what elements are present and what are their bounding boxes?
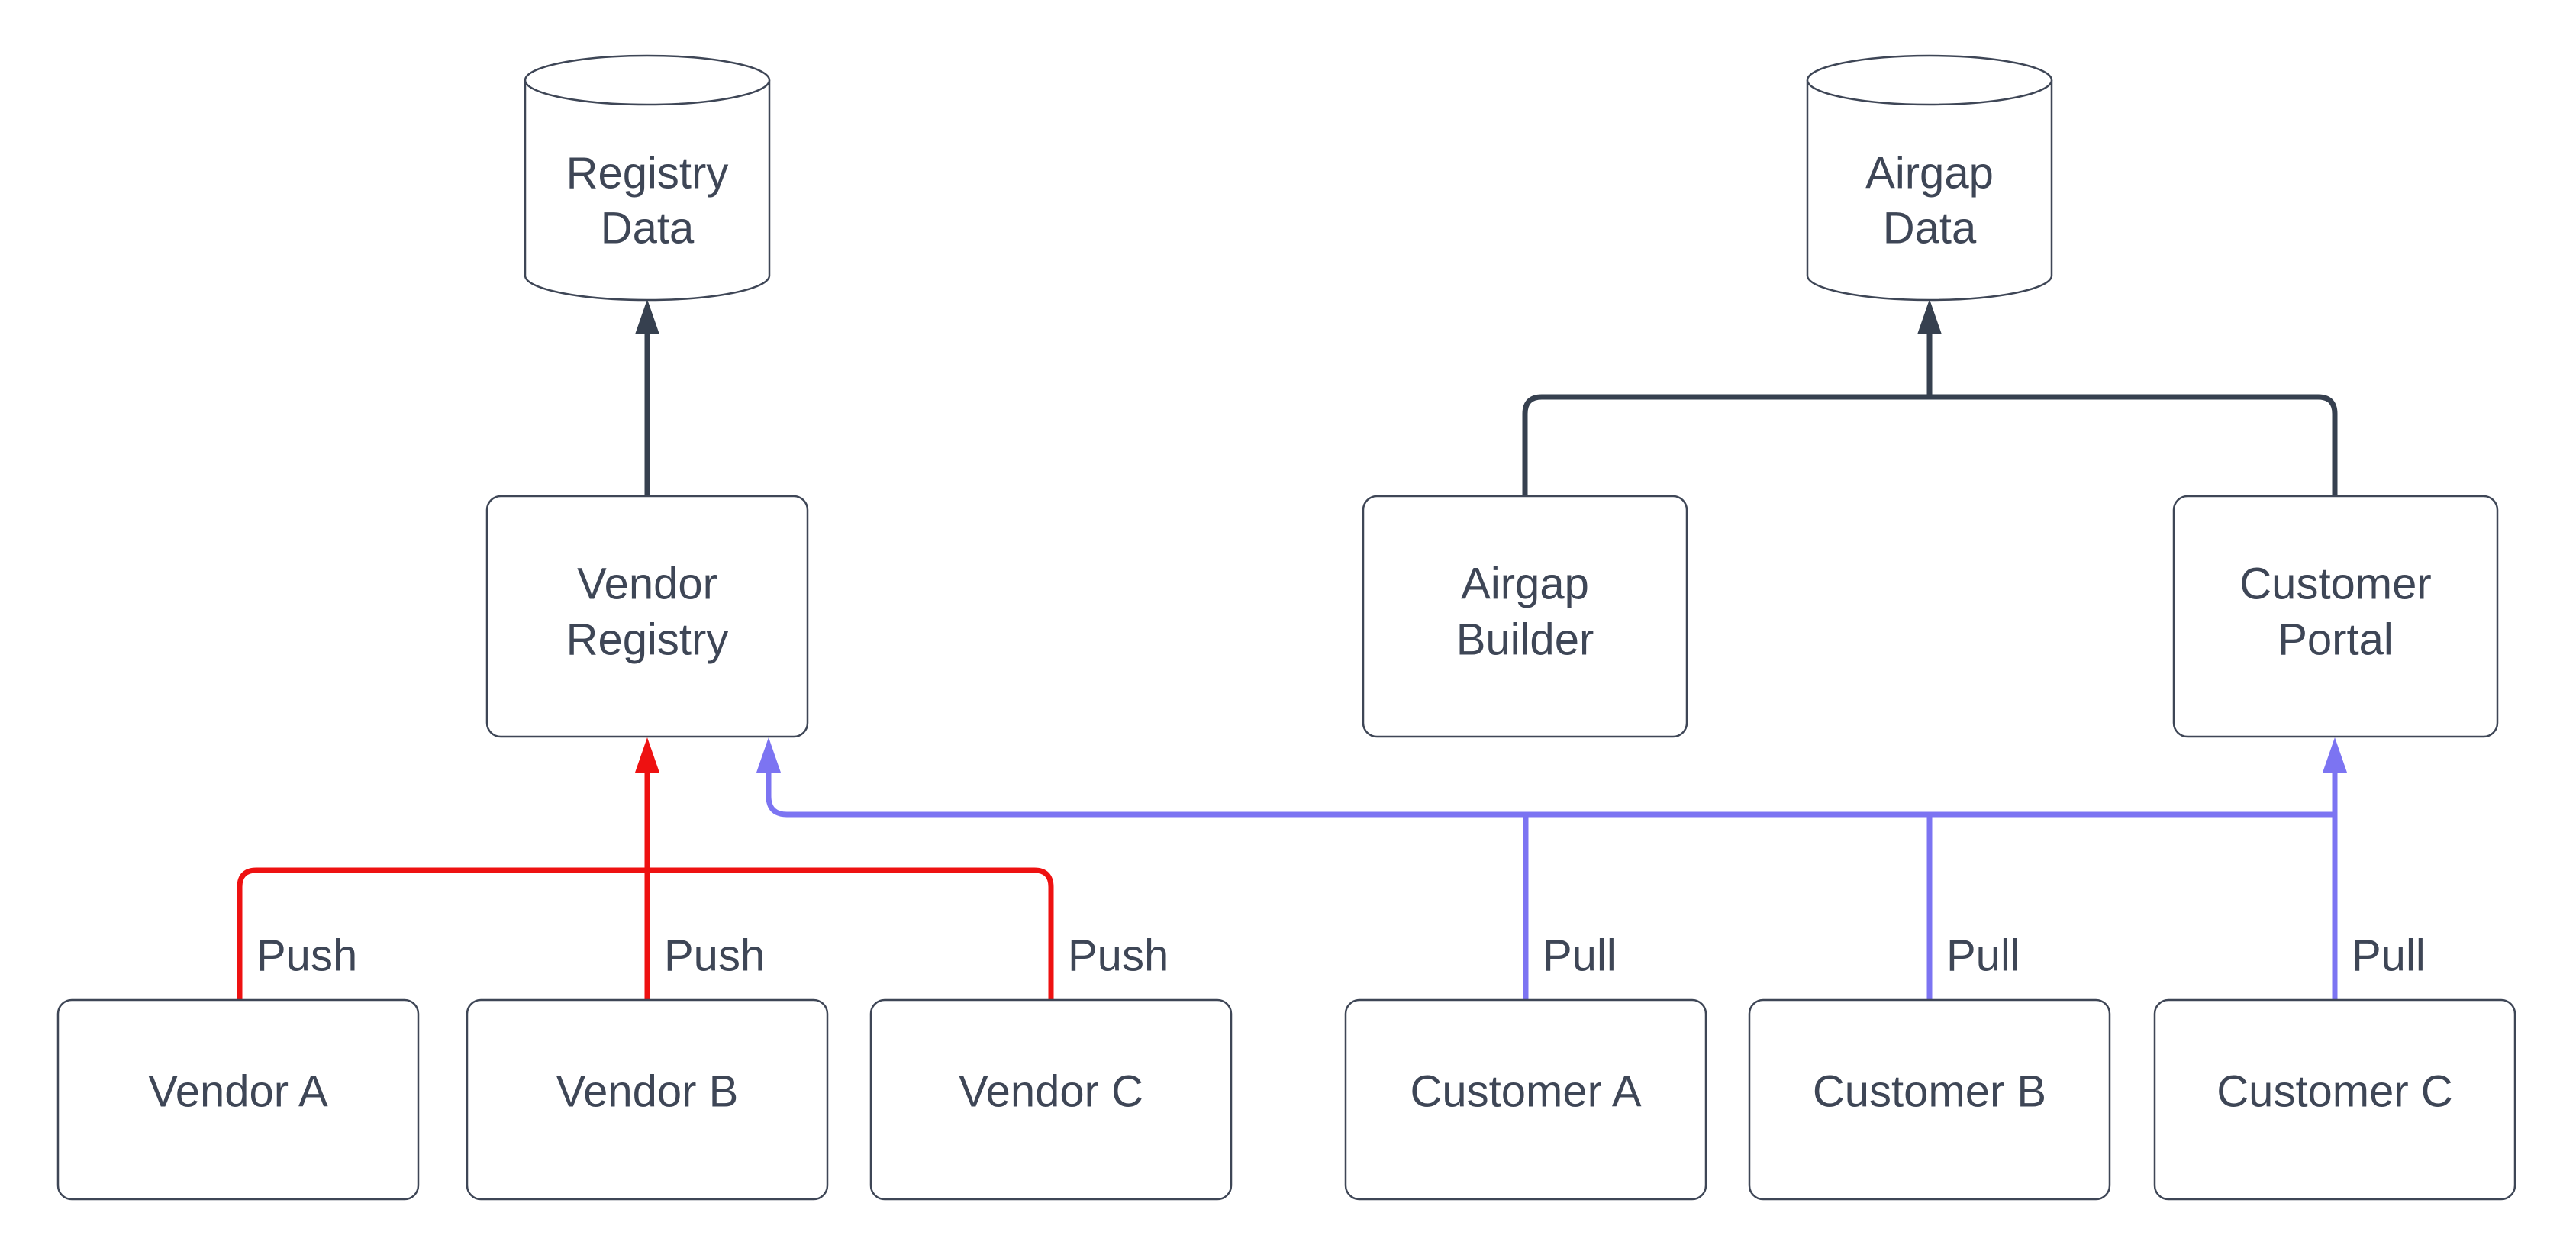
airgap-data-label-line1: Airgap	[1865, 149, 1994, 198]
node-airgap-data: Airgap Data	[1806, 54, 2053, 302]
customer-b-label: Customer B	[1813, 1067, 2046, 1117]
vendor-b-label: Vendor B	[556, 1067, 739, 1117]
registry-data-cylinder-top	[524, 54, 771, 106]
node-vendor-registry: Vendor Registry	[485, 495, 809, 738]
connector-airgap-elbow	[1522, 394, 2338, 495]
connector-pull-bus	[766, 770, 2335, 818]
edge-vendor-registry-to-registry-data	[635, 299, 659, 495]
customer-b-box	[1748, 998, 2111, 1201]
vendor-registry-label-line1: Vendor	[577, 560, 717, 609]
registry-data-label-line1: Registry	[566, 149, 729, 198]
node-airgap-builder: Airgap Builder	[1362, 495, 1688, 738]
edge-builder-and-portal-to-airgap-data	[1522, 299, 2338, 495]
node-customer-a: Customer A	[1344, 998, 1707, 1201]
customer-a-label: Customer A	[1411, 1067, 1642, 1117]
customer-c-box	[2153, 998, 2516, 1201]
customer-c-label: Customer C	[2217, 1067, 2452, 1117]
vendor-b-box	[466, 998, 829, 1201]
edge-customers-pull	[756, 737, 2347, 999]
airgap-builder-label-line2: Builder	[1456, 615, 1594, 665]
edge-label-pull-customer-a: Pull	[1543, 931, 1617, 981]
vendor-c-box	[869, 998, 1233, 1201]
node-customer-b: Customer B	[1748, 998, 2111, 1201]
node-customer-c: Customer C	[2153, 998, 2516, 1201]
push-arrowhead	[635, 737, 659, 773]
pull-arrowhead-vendor-registry	[756, 737, 781, 773]
pull-arrowhead-customer-portal	[2323, 737, 2347, 773]
airgap-builder-label-line1: Airgap	[1461, 560, 1589, 609]
vendor-a-box	[56, 998, 420, 1201]
airgap-builder-box	[1362, 495, 1688, 738]
vendor-registry-box	[485, 495, 809, 738]
node-vendor-c: Vendor C	[869, 998, 1233, 1201]
airgap-data-cylinder-body	[1806, 80, 2053, 302]
registry-data-cylinder-body	[524, 80, 771, 302]
customer-portal-label-line2: Portal	[2278, 615, 2394, 665]
edge-vendors-push-to-vendor-registry	[237, 737, 1054, 999]
airgap-data-label-line2: Data	[1883, 204, 1977, 253]
node-registry-data: Registry Data	[524, 54, 771, 302]
edge-label-pull-customer-b: Pull	[1946, 931, 2020, 981]
airgap-data-arrowhead	[1917, 299, 1942, 334]
edge-label-push-vendor-c: Push	[1068, 931, 1169, 981]
vendor-c-label: Vendor C	[959, 1067, 1143, 1117]
customer-a-box	[1344, 998, 1707, 1201]
edge-label-push-vendor-b: Push	[664, 931, 765, 981]
customer-portal-label-line1: Customer	[2239, 560, 2431, 609]
node-vendor-a: Vendor A	[56, 998, 420, 1201]
edge-label-push-vendor-a: Push	[256, 931, 357, 981]
registry-data-label-line2: Data	[601, 204, 695, 253]
registry-data-arrowhead	[635, 299, 659, 334]
customer-portal-box	[2172, 495, 2499, 738]
node-customer-portal: Customer Portal	[2172, 495, 2499, 738]
vendor-registry-label-line2: Registry	[566, 615, 729, 665]
node-vendor-b: Vendor B	[466, 998, 829, 1201]
edge-label-pull-customer-c: Pull	[2352, 931, 2426, 981]
vendor-a-label: Vendor A	[148, 1067, 328, 1117]
airgap-data-cylinder-top	[1806, 54, 2053, 106]
